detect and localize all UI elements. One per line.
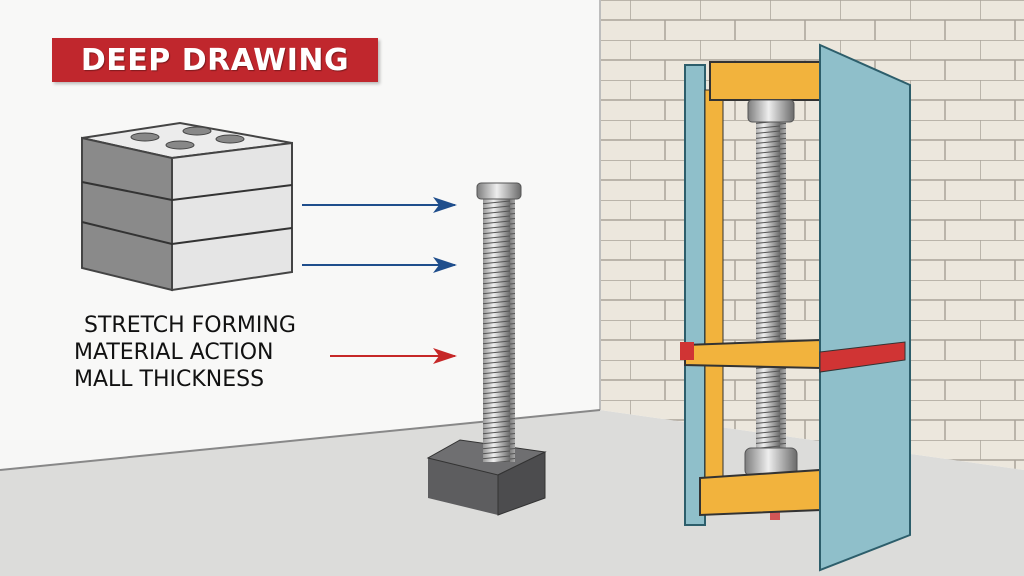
label-stretch-forming: STRETCH FORMING	[84, 313, 296, 338]
process-labels: STRETCH FORMING MATERIAL ACTION MALL THI…	[74, 312, 296, 393]
title-text: DEEP DRAWING	[80, 42, 350, 78]
layered-block	[81, 121, 293, 292]
label-material-action: MATERIAL ACTION	[74, 340, 274, 365]
threaded-bolt	[426, 182, 547, 516]
label-wall-thickness: MALL THICKNESS	[74, 367, 265, 392]
title-badge: DEEP DRAWING	[52, 38, 378, 82]
press-frame	[680, 43, 911, 572]
